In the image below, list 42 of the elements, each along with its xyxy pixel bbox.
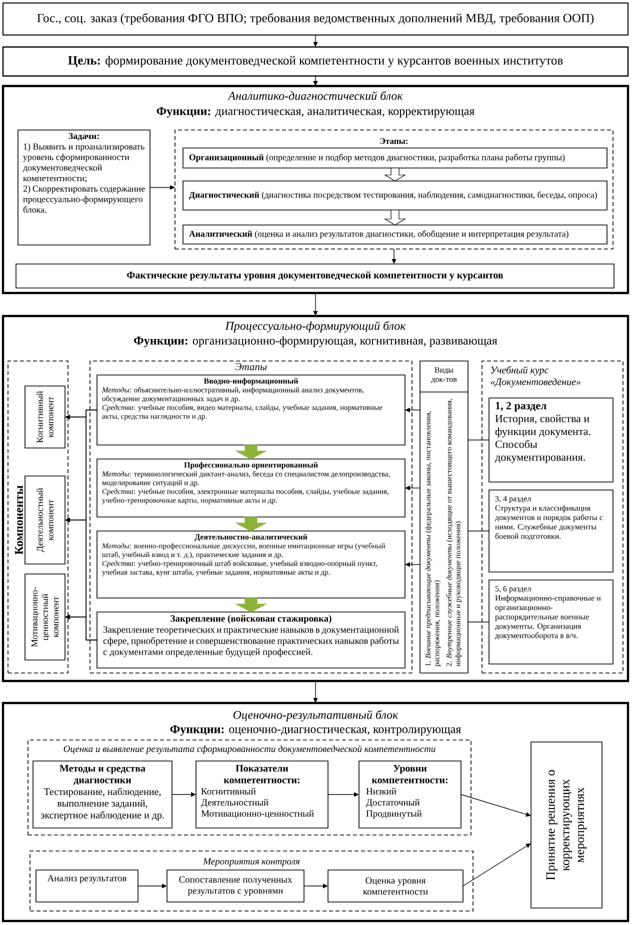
decision-box: Принятие решения о корректирующих мероприятиях: [530, 742, 602, 908]
text-box: Гос., соц. заказ (требования ФГО ВПО; требования ведомственных дополнений МВД, требования ООП): [2, 2, 628, 36]
block-arrow: [234, 598, 268, 612]
block-heading: Оценочно-результативный блок: [233, 710, 398, 722]
course-title: Учебный курс «Документоведение»: [490, 366, 580, 388]
group-heading: Этапы:: [380, 138, 408, 144]
functions-line: Функции: организационно-формирующая, когнитивная, развивающая: [134, 336, 498, 348]
section-box: 1, 2 раздел История, свойства и функции документа. Способы документирования.: [488, 398, 614, 482]
group-heading: Этапы: [235, 363, 267, 370]
group-heading: Мероприятия контроля: [203, 858, 300, 866]
stage-box: Организационный (определение и подбор методов диагностики, разработка плана работы группы): [182, 148, 608, 168]
process-box: Сопоставление полученных результатов с уровнями: [166, 870, 304, 902]
block-arrow: [234, 516, 268, 532]
vertical-heading: Компоненты: [15, 486, 23, 554]
process-box: Оценка уровня компетентности: [328, 870, 464, 902]
result-box: Фактические результаты уровня документоведческой компетентности у курсантов: [16, 264, 614, 288]
block-arrow: [384, 168, 406, 182]
process-box: Анализ результатов: [36, 870, 138, 902]
component-box: Когнитивный компонент: [24, 386, 66, 448]
component-box: Мотивационно-ценностный компонент: [24, 574, 66, 660]
component-box: Деятельностный компонент: [24, 476, 66, 564]
process-box: Уровни компетентности: Низкий Достаточный Продвинутый: [358, 760, 462, 828]
section-box: 5, 6 раздел Информационно-справочные и организационно-распорядительные военные документы. Организация документооборота в в/ч.: [488, 580, 614, 664]
block-heading: Аналитико-диагностический блок: [228, 91, 403, 100]
section-box: 3, 4 раздел Структура и классификация документов и порядок работы с ними. Служебные документы боевой подготовки.: [488, 490, 614, 572]
arrow: [460, 794, 531, 817]
stage-box: Закрепление (войсковая стажировка) Закрепление теоретических и практические навыков в документационной сфере, приобретение и совершенствование практических навыков работы с документами определенные будущей профессией.: [96, 612, 406, 668]
stage-box: Диагностический (диагностика посредством тестирования, наблюдения, самодиагностики, беседы, опроса): [182, 180, 608, 210]
connector-line: [468, 530, 490, 532]
process-box: Показатели компетентности: Когнитивный Деятельностный Мотивационно-ценностный: [196, 760, 328, 828]
text-box: Цель: формирование документоведческой компетентности у курсантов военных институтов: [2, 46, 629, 77]
functions-line: Функции: диагностическая, аналитическая, корректирующая: [156, 107, 474, 118]
functions-line: Функции: оценочно-диагностическая, контролирующая: [170, 725, 461, 736]
task-box: Задачи: 1) Выявить и проанализировать уровень сформированности документоведческой компетентности; 2) Скорректировать содержание процессуально-формирующего блока.: [18, 130, 150, 246]
process-box: Методы и средства диагностики Тестирование, наблюдение, выполнение заданий, экспертное наблюдение и др.: [32, 760, 172, 828]
column-heading: Виды док-тов: [431, 367, 457, 384]
stage-box: Аналитический (оценка и анализ результатов диагностики, обобщение и интерпретация результата): [182, 224, 608, 244]
arrow: [462, 843, 531, 886]
block-heading: Процессуально-формирующий блок: [225, 321, 406, 332]
block-arrow: [234, 444, 268, 460]
block-arrow: [384, 210, 406, 226]
group-heading: Оценка и выявление результата сформированности документоведческой компетентности: [64, 745, 436, 754]
